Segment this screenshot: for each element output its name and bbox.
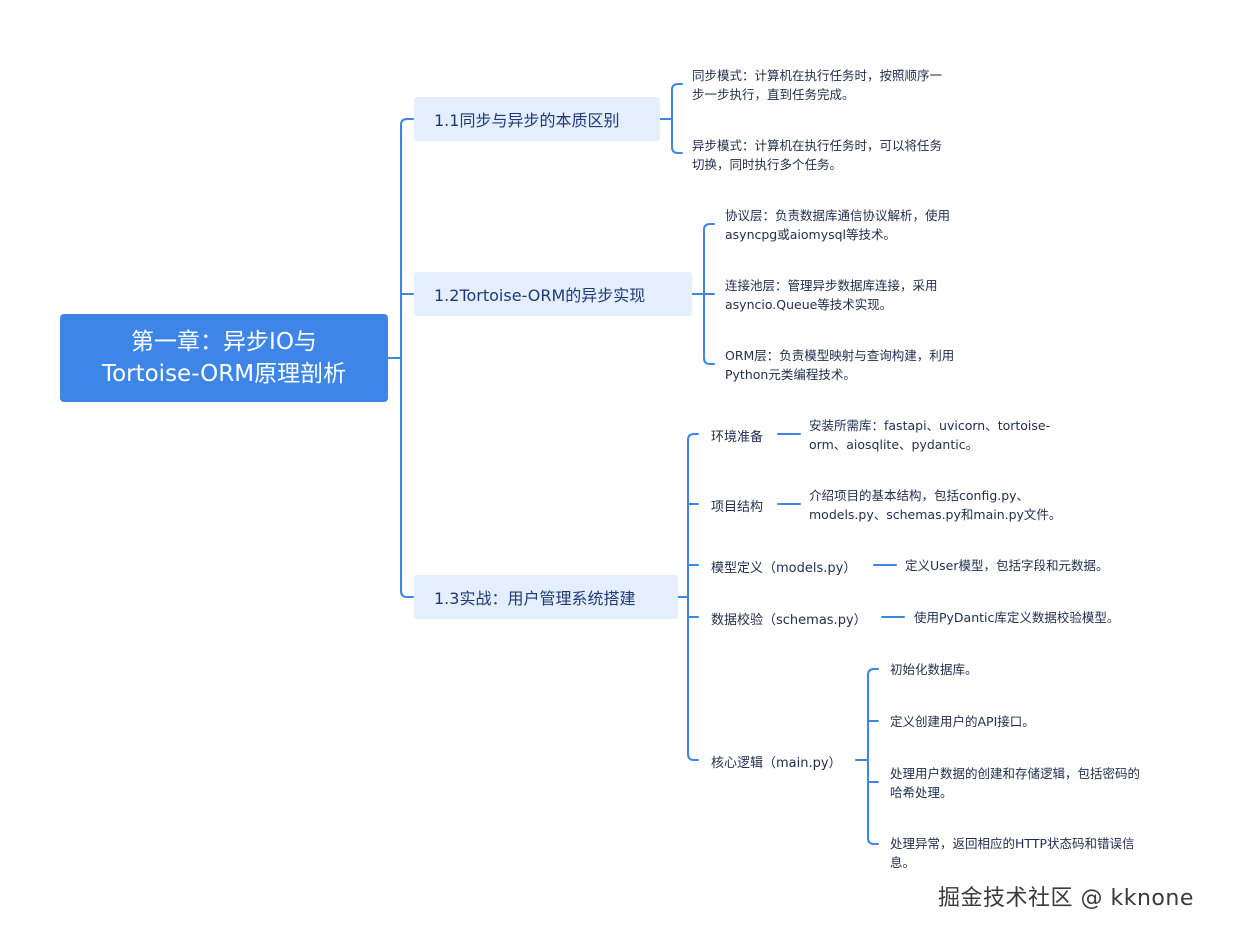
leaf-line: ORM层：负责模型映射与查询构建，利用	[725, 348, 955, 363]
leaf-line: 定义创建用户的API接口。	[890, 714, 1035, 729]
leaf-line: 切换，同时执行多个任务。	[692, 157, 843, 172]
leaf-line: 处理异常，返回相应的HTTP状态码和错误信	[890, 836, 1135, 851]
s1-item-sync[interactable]: 同步模式：计算机在执行任务时，按照顺序一 步一步执行，直到任务完成。	[692, 66, 942, 104]
leaf-line: asyncpg或aiomysql等技术。	[725, 227, 897, 242]
leaf-line: 介绍项目的基本结构，包括config.py、	[809, 488, 1030, 503]
connector-s3-subs	[687, 433, 699, 761]
sub-schemas[interactable]: 数据校验（schemas.py）	[711, 613, 867, 628]
connector-s1-items	[671, 83, 683, 154]
leaf-line: orm、aiosqlite、pydantic。	[809, 437, 979, 452]
section-1-3-node[interactable]: 1.3实战：用户管理系统搭建	[414, 575, 678, 619]
sub-schemas-detail[interactable]: 使用PyDantic库定义数据校验模型。	[914, 610, 1120, 625]
section-1-2-node[interactable]: 1.2Tortoise-ORM的异步实现	[414, 272, 692, 316]
leaf-line: 异步模式：计算机在执行任务时，可以将任务	[692, 138, 943, 153]
root-title-line2: Tortoise-ORM原理剖析	[101, 361, 347, 387]
leaf-line: 安装所需库：fastapi、uvicorn、tortoise-	[809, 418, 1051, 433]
leaf-line: 步一步执行，直到任务完成。	[692, 87, 855, 102]
s2-item-pool[interactable]: 连接池层：管理异步数据库连接，采用 asyncio.Queue等技术实现。	[725, 276, 938, 314]
leaf-line: 息。	[890, 855, 916, 870]
connector-root-sections	[400, 118, 414, 598]
leaf-line: models.py、schemas.py和main.py文件。	[809, 507, 1062, 522]
core-child-init-db[interactable]: 初始化数据库。	[890, 660, 978, 679]
sub-env[interactable]: 环境准备	[711, 430, 764, 445]
core-child-create-api[interactable]: 定义创建用户的API接口。	[890, 712, 1035, 731]
core-child-exceptions[interactable]: 处理异常，返回相应的HTTP状态码和错误信 息。	[890, 834, 1135, 872]
root-node[interactable]: 第一章：异步IO与 Tortoise-ORM原理剖析	[60, 314, 388, 402]
leaf-line: 处理用户数据的创建和存储逻辑，包括密码的	[890, 766, 1141, 781]
leaf-line: 连接池层：管理异步数据库连接，采用	[725, 278, 938, 293]
leaf-line: 同步模式：计算机在执行任务时，按照顺序一	[692, 68, 943, 83]
s1-item-async[interactable]: 异步模式：计算机在执行任务时，可以将任务 切换，同时执行多个任务。	[692, 136, 942, 174]
leaf-line: 协议层：负责数据库通信协议解析，使用	[725, 208, 951, 223]
s2-item-protocol[interactable]: 协议层：负责数据库通信协议解析，使用 asyncpg或aiomysql等技术。	[725, 206, 950, 244]
leaf-line: asyncio.Queue等技术实现。	[725, 297, 893, 312]
leaf-line: Python元类编程技术。	[725, 367, 856, 382]
section-label: 1.1同步与异步的本质区别	[434, 111, 620, 130]
root-title-line1: 第一章：异步IO与	[131, 329, 317, 355]
s2-item-orm[interactable]: ORM层：负责模型映射与查询构建，利用 Python元类编程技术。	[725, 346, 954, 384]
leaf-line: 哈希处理。	[890, 785, 953, 800]
sub-structure[interactable]: 项目结构	[711, 500, 764, 515]
sub-models[interactable]: 模型定义（models.py）	[711, 561, 857, 576]
sub-env-detail[interactable]: 安装所需库：fastapi、uvicorn、tortoise- orm、aios…	[809, 416, 1050, 454]
core-child-store-logic[interactable]: 处理用户数据的创建和存储逻辑，包括密码的 哈希处理。	[890, 764, 1140, 802]
sub-core-logic[interactable]: 核心逻辑（main.py）	[711, 756, 842, 771]
section-label: 1.3实战：用户管理系统搭建	[434, 589, 636, 608]
sub-models-detail[interactable]: 定义User模型，包括字段和元数据。	[905, 558, 1109, 573]
section-label: 1.2Tortoise-ORM的异步实现	[434, 286, 646, 305]
connector-core-children	[867, 668, 879, 845]
sub-structure-detail[interactable]: 介绍项目的基本结构，包括config.py、 models.py、schemas…	[809, 486, 1061, 524]
watermark: 掘金技术社区 @ kknone	[938, 886, 1194, 911]
leaf-line: 初始化数据库。	[890, 662, 978, 677]
section-1-1-node[interactable]: 1.1同步与异步的本质区别	[414, 97, 660, 141]
